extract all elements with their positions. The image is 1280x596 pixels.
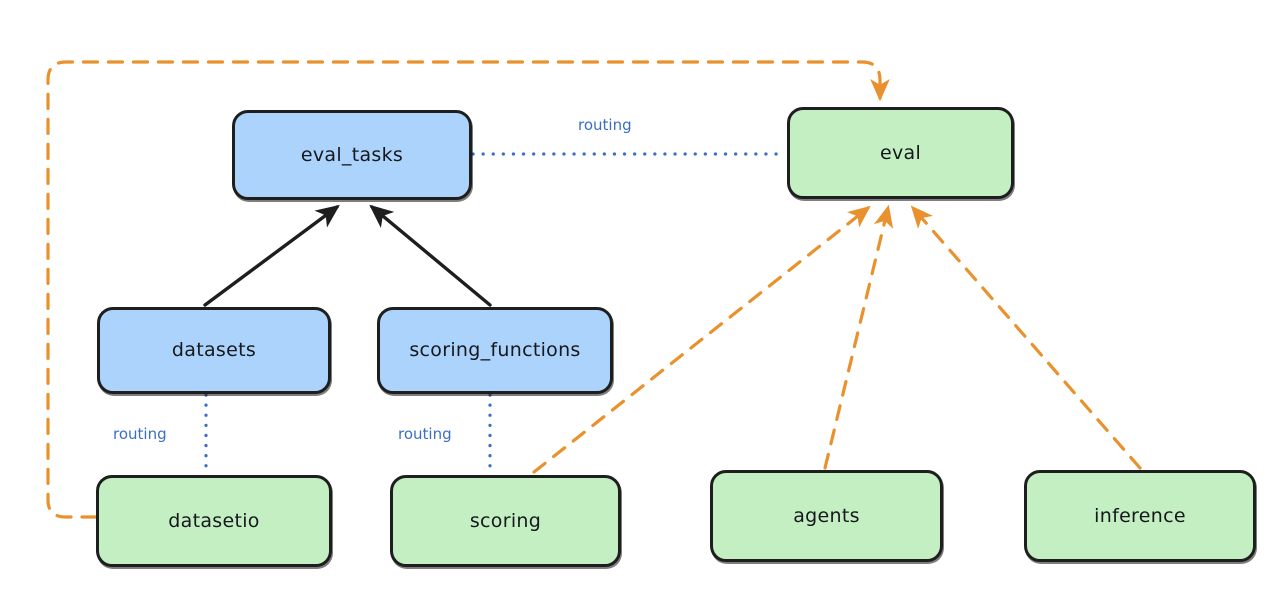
node-inference[interactable]: inference bbox=[1024, 470, 1256, 562]
node-scoring[interactable]: scoring bbox=[390, 475, 621, 567]
node-label-datasets: datasets bbox=[171, 339, 257, 362]
edge-agents-to-eval bbox=[823, 204, 894, 470]
edge-label-routing-datasetio: routing bbox=[113, 425, 167, 443]
edge-inference-to-eval bbox=[910, 205, 1142, 470]
node-scoring-functions[interactable]: scoring_functions bbox=[377, 307, 613, 394]
node-label-scoring: scoring bbox=[469, 509, 542, 532]
node-agents[interactable]: agents bbox=[710, 470, 943, 562]
edge-label-routing-scoring: routing bbox=[398, 425, 452, 443]
node-label-eval-tasks: eval_tasks bbox=[300, 143, 404, 166]
edge-label-routing-eval: routing bbox=[578, 116, 632, 134]
node-eval[interactable]: eval bbox=[787, 107, 1014, 199]
node-label-agents: agents bbox=[793, 504, 860, 527]
node-label-datasetio: datasetio bbox=[168, 509, 260, 532]
edge-scoring_functions-to-eval_tasks bbox=[369, 204, 492, 307]
node-label-inference: inference bbox=[1094, 504, 1186, 527]
node-datasetio[interactable]: datasetio bbox=[96, 475, 332, 567]
node-datasets[interactable]: datasets bbox=[97, 307, 331, 394]
edge-datasets-to-eval_tasks bbox=[203, 204, 340, 307]
node-label-scoring-functions: scoring_functions bbox=[409, 339, 581, 362]
node-label-eval: eval bbox=[879, 141, 922, 164]
node-eval-tasks[interactable]: eval_tasks bbox=[232, 110, 472, 200]
